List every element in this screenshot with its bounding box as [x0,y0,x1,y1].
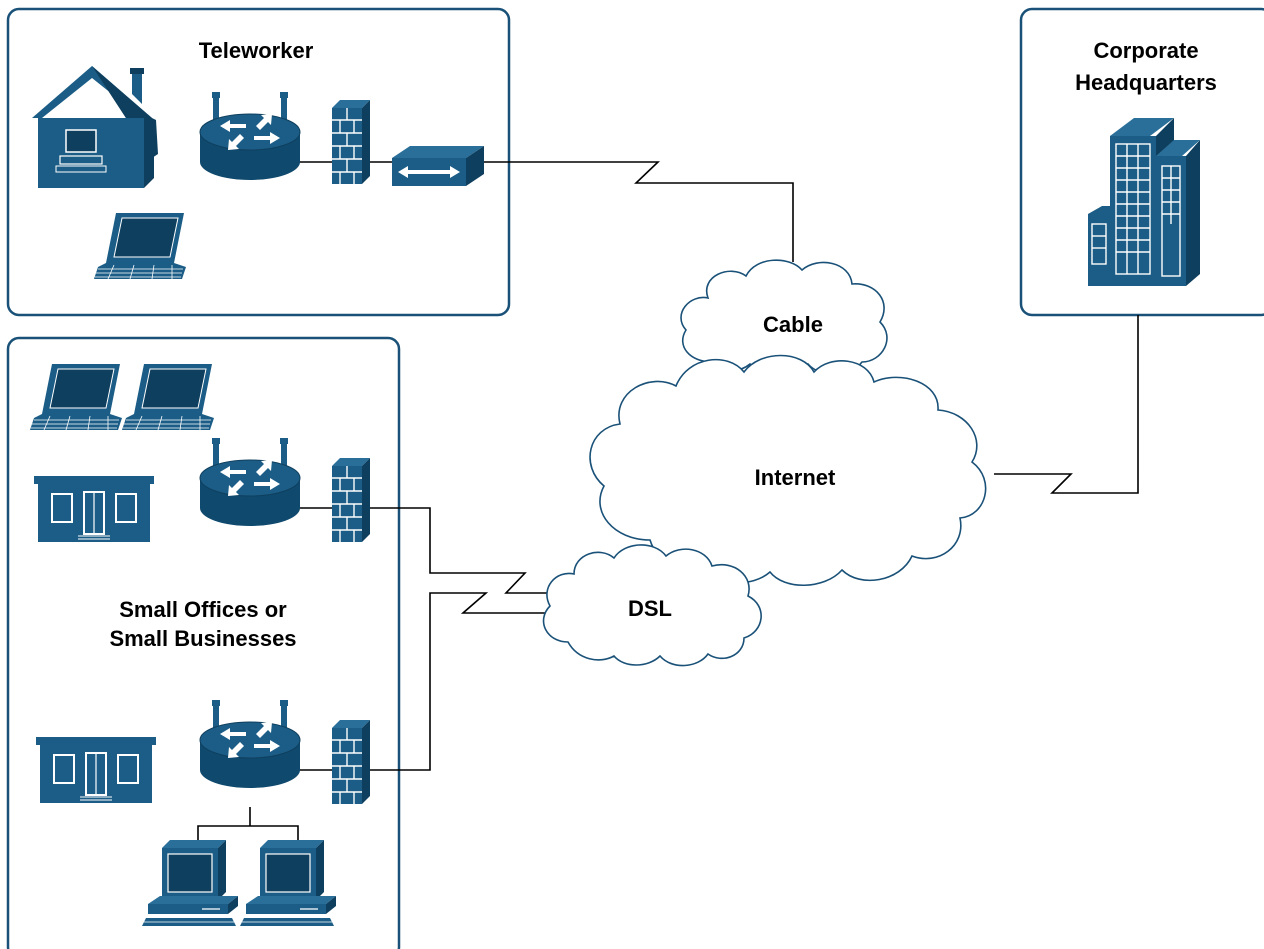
corporate-label-line1: Corporate [1093,38,1198,63]
office2-router-desktops-link [197,807,299,840]
dsl-label: DSL [628,596,672,621]
internet-cloud [589,354,987,587]
office-icon [33,475,155,543]
office-icon [35,736,157,804]
cable-modem-icon [392,146,484,186]
internet-label: Internet [755,465,836,490]
hq-internet-link [994,315,1139,494]
teleworker-cable-link [483,161,794,262]
small-offices-label-line1: Small Offices or [119,597,287,622]
teleworker-label: Teleworker [199,38,314,63]
dsl-cloud [542,544,762,667]
corporate-label-line2: Headquarters [1075,70,1217,95]
office1-dsl-link [370,507,556,594]
firewall-icon [331,457,371,543]
house-icon [32,66,158,188]
small-offices-label-line2: Small Businesses [109,626,296,651]
cable-label: Cable [763,312,823,337]
firewall-icon [331,99,371,185]
connection-lines [197,161,1139,840]
office2-dsl-link [370,592,548,771]
firewall-icon [331,719,371,805]
building-icon [1088,118,1200,286]
